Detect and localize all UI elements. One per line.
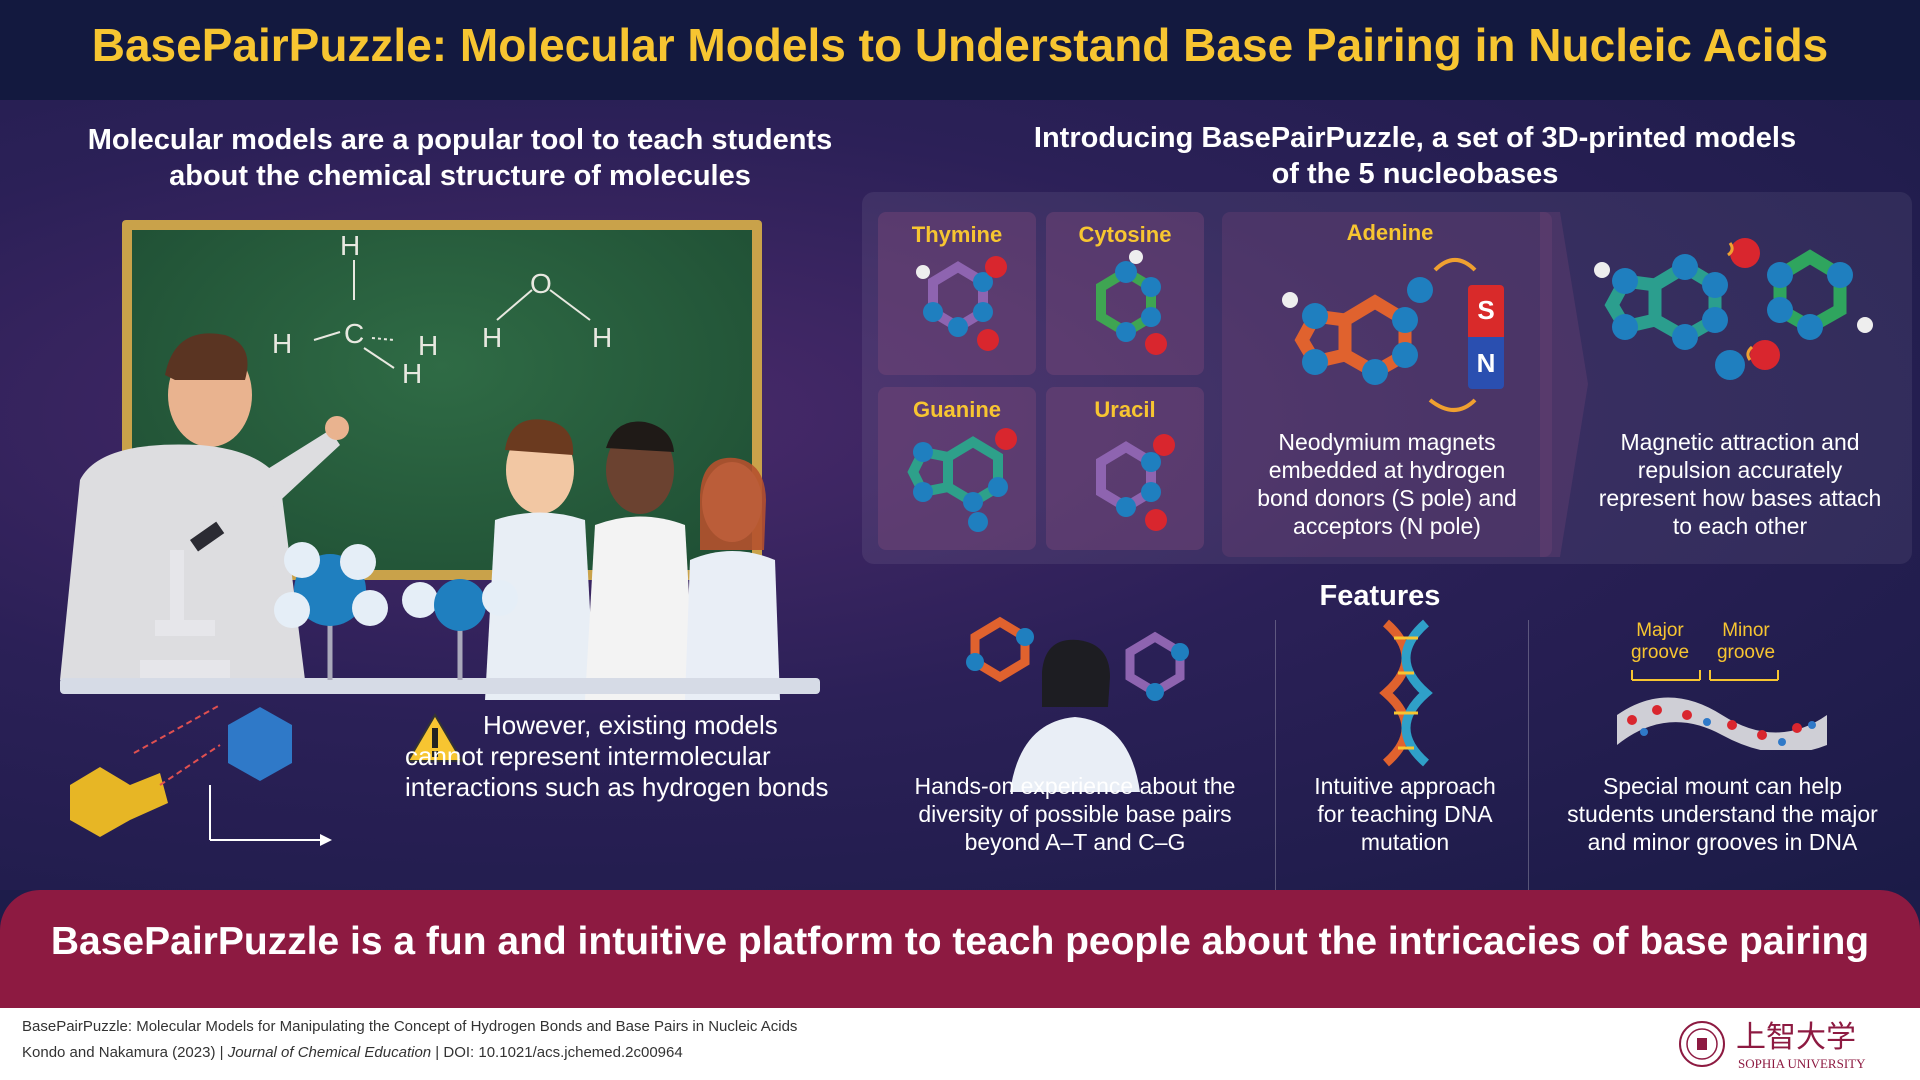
feature-3-line2: students understand the major — [1567, 801, 1878, 827]
feature-2-text: Intuitive approach for teaching DNA muta… — [1290, 772, 1520, 856]
conclusion-banner — [0, 890, 1920, 1008]
thymine-model-icon — [916, 256, 1007, 351]
feature-2-line1: Intuitive approach — [1314, 773, 1496, 799]
chalk-h-top: H — [340, 230, 361, 261]
conclusion-text: BasePairPuzzle is a fun and intuitive pl… — [50, 920, 1870, 963]
adenine-label: Adenine — [1346, 220, 1434, 245]
magnet-description: Neodymium magnets embedded at hydrogen b… — [1232, 428, 1542, 540]
guanine-model-icon — [907, 428, 1017, 532]
tile-uracil: Uracil — [1046, 387, 1204, 550]
left-heading-line1: Molecular models are a popular tool to t… — [87, 124, 833, 156]
feature-divider-2 — [1528, 620, 1529, 890]
person-with-models-illustration — [966, 616, 1189, 792]
feature-2-line3: mutation — [1360, 829, 1450, 855]
left-heading-line2: about the chemical structure of molecule… — [169, 160, 751, 192]
major-groove-label: Major groove — [1620, 620, 1700, 664]
classroom-illustration — [60, 333, 820, 700]
warning-line3: interactions such as hydrogen bonds — [405, 772, 829, 802]
magnet-s-label: S — [1477, 295, 1495, 325]
university-logo-english: SOPHIA UNIVERSITY — [1738, 1056, 1866, 1071]
feature-divider-1 — [1275, 620, 1276, 890]
dna-helix-icon — [1379, 619, 1433, 767]
feature-2-line2: for teaching DNA — [1317, 801, 1493, 827]
minor-groove-line2: groove — [1716, 642, 1776, 663]
main-panel: Molecular models are a popular tool to t… — [0, 100, 1920, 890]
chevron-right-icon — [1540, 212, 1588, 557]
citation-authors: Kondo and Nakamura (2023) | — [22, 1044, 228, 1061]
tile-cytosine: Cytosine — [1046, 212, 1204, 375]
right-heading-line2: of the 5 nucleobases — [1271, 158, 1559, 190]
attraction-description: Magnetic attraction and repulsion accura… — [1580, 428, 1900, 540]
minor-groove-label: Minor groove — [1706, 620, 1786, 664]
page-title: BasePairPuzzle: Molecular Models to Unde… — [91, 19, 1829, 71]
attraction-desc-line1: Magnetic attraction and — [1620, 429, 1860, 455]
attraction-desc-line2: repulsion accurately — [1637, 457, 1843, 483]
chalk-h-water-left: H — [482, 322, 503, 353]
feature-3-text: Special mount can help students understa… — [1545, 772, 1900, 856]
chalk-c: C — [344, 318, 365, 349]
magnet-desc-line2: embedded at hydrogen — [1268, 457, 1506, 483]
feature-1-line3: beyond A–T and C–G — [964, 829, 1186, 855]
feature-3-line1: Special mount can help — [1602, 773, 1843, 799]
chalk-h-left: H — [272, 328, 293, 359]
attraction-desc-line3: represent how bases attach — [1598, 485, 1882, 511]
university-logo-japanese: 上智大学 — [1736, 1020, 1856, 1055]
feature-1-line1: Hands-on experience about the — [914, 773, 1236, 799]
right-heading-line1: Introducing BasePairPuzzle, a set of 3D-… — [1033, 122, 1797, 154]
cytosine-label: Cytosine — [1078, 222, 1172, 247]
features-heading: Features — [1319, 580, 1441, 612]
warning-text: However, existing models cannot represen… — [405, 710, 865, 803]
students-figures — [485, 419, 780, 700]
chalk-h-water-right: H — [592, 322, 613, 353]
right-heading: Introducing BasePairPuzzle, a set of 3D-… — [940, 120, 1890, 192]
uracil-label: Uracil — [1094, 397, 1156, 422]
magnet-desc-line3: bond donors (S pole) and — [1257, 485, 1517, 511]
feature-3-line3: and minor grooves in DNA — [1587, 829, 1858, 855]
footer: BasePairPuzzle: Molecular Models for Man… — [0, 1008, 1920, 1080]
warning-line1: However, existing models — [483, 710, 778, 740]
feature-1-text: Hands-on experience about the diversity … — [900, 772, 1250, 856]
chalk-drawing — [313, 260, 591, 369]
dna-groove-model-icon — [1617, 670, 1827, 750]
chalk-o: O — [530, 268, 552, 299]
thymine-label: Thymine — [911, 222, 1003, 247]
desk — [60, 678, 820, 694]
chalk-h-right: H — [418, 330, 439, 361]
base-pair-model-icon — [1594, 238, 1873, 380]
left-heading: Molecular models are a popular tool to t… — [40, 122, 880, 194]
chalk-h-bottom: H — [402, 358, 423, 389]
magnet-desc-line1: Neodymium magnets — [1278, 429, 1496, 455]
tile-thymine: Thymine — [878, 212, 1036, 375]
magnet-desc-line4: acceptors (N pole) — [1293, 513, 1481, 539]
microscope — [140, 521, 230, 678]
magnet-south — [1468, 285, 1504, 337]
citation-line: Kondo and Nakamura (2023) | Journal of C… — [22, 1044, 683, 1061]
attraction-desc-line4: to each other — [1672, 513, 1808, 539]
uracil-model-icon — [1096, 434, 1175, 531]
magnet-n-label: N — [1476, 348, 1496, 378]
adenine-model-icon — [1282, 258, 1477, 412]
title-bar — [0, 0, 1920, 100]
feature-1-line2: diversity of possible base pairs — [918, 801, 1232, 827]
molecule-models — [274, 542, 518, 680]
university-seal-icon — [1679, 1021, 1725, 1067]
tile-guanine: Guanine — [878, 387, 1036, 550]
magnet-north — [1468, 337, 1504, 389]
minor-groove-line1: Minor — [1722, 620, 1770, 641]
adenine-thymine-structure — [70, 704, 332, 846]
major-groove-line1: Major — [1636, 620, 1684, 641]
citation-title: BasePairPuzzle: Molecular Models for Man… — [22, 1018, 798, 1035]
citation-journal: Journal of Chemical Education — [227, 1044, 432, 1061]
warning-icon — [406, 713, 464, 762]
cytosine-model-icon — [1096, 250, 1167, 355]
guanine-label: Guanine — [912, 397, 1001, 422]
major-groove-line2: groove — [1630, 642, 1690, 663]
warning-line2: cannot represent intermolecular — [405, 741, 771, 771]
citation-doi: | DOI: 10.1021/acs.jchemed.2c00964 — [431, 1044, 683, 1061]
